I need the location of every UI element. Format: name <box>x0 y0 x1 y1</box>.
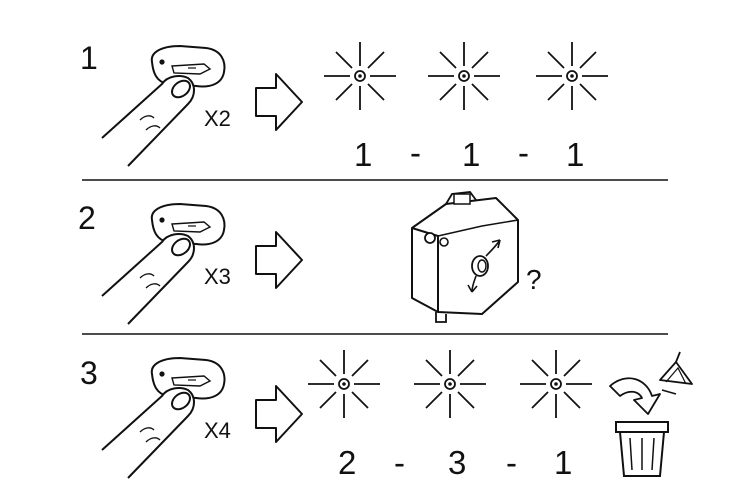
step-2-key-fob-press <box>101 203 226 325</box>
step-3-key-fob-press <box>101 357 226 479</box>
discarded-part-icon <box>659 351 693 395</box>
step-1-press-count: X2 <box>204 106 231 131</box>
step-2-press-count: X3 <box>204 264 231 289</box>
step-2-arrow-icon <box>255 231 303 289</box>
step-2-number: 2 <box>78 200 96 236</box>
step-3-code-digit-3: 1 <box>554 444 573 481</box>
step-1-code-digit-2: 1 <box>462 136 481 173</box>
step-3-code-digit-1: 2 <box>338 444 357 481</box>
step-3-flash-icon-3 <box>519 349 593 419</box>
step-3-code-digit-2: 3 <box>448 444 467 481</box>
step-1-code-digit-3: 1 <box>566 136 585 173</box>
step-1-code-digit-1: 1 <box>354 136 373 173</box>
discard-arrow-icon <box>609 377 661 415</box>
step-3-arrow-icon <box>255 385 303 443</box>
step-3-flash-icon-2 <box>413 349 487 419</box>
step-1-flash-icon-2 <box>427 41 501 111</box>
step-1-code-separator-2: - <box>518 134 529 171</box>
step-3-flash-icon-1 <box>307 349 381 419</box>
step-1-key-fob-press <box>101 45 226 167</box>
step-1-flash-icon-1 <box>323 41 397 111</box>
step-3-press-count: X4 <box>204 418 231 443</box>
step-3-code-separator-2: - <box>506 444 517 481</box>
step-3-number: 3 <box>80 355 98 391</box>
step-1-code-separator-1: - <box>410 134 421 171</box>
step-3-code-separator-1: - <box>394 444 405 481</box>
trash-bin-icon <box>615 421 669 477</box>
step-1-number: 1 <box>80 40 98 76</box>
step-2-question-mark: ? <box>526 264 542 295</box>
actuator-module-icon <box>411 191 519 323</box>
step-1-arrow-icon <box>255 73 303 131</box>
step-1-flash-icon-3 <box>535 41 609 111</box>
